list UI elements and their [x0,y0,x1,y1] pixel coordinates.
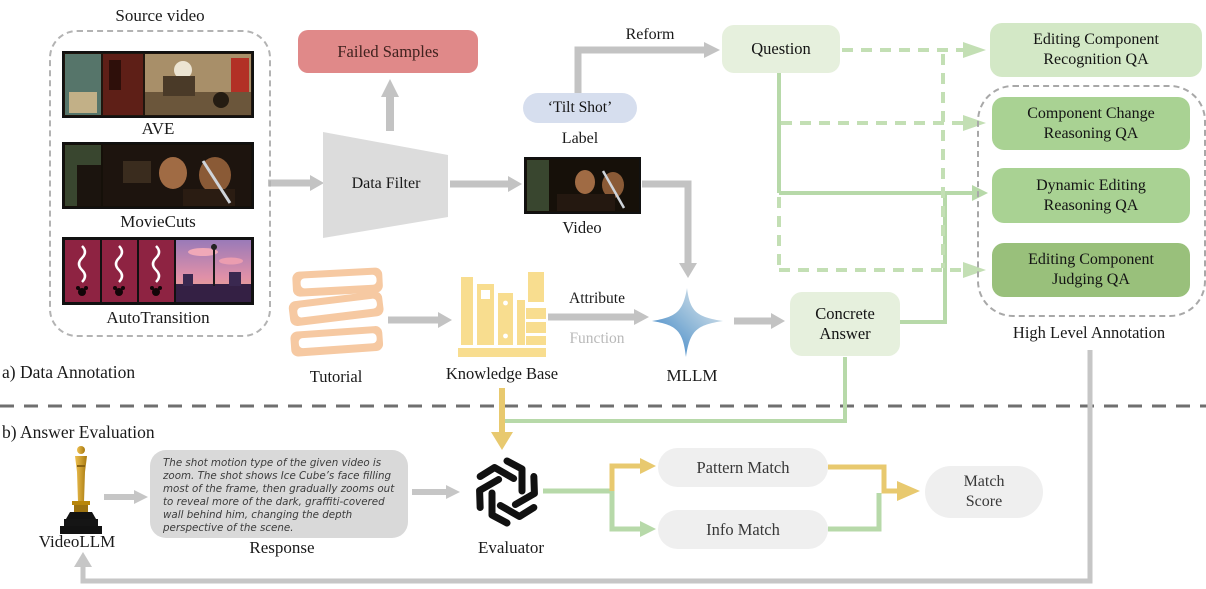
openai-logo-icon [476,457,538,527]
attribute-label: Attribute [569,290,625,307]
match-score-line1: Match [963,473,1005,490]
bookshelf-icon [458,272,546,357]
arrow-tutorial-to-kb [388,312,452,328]
arrow-kb-to-mllm [548,309,649,325]
label-caption: Label [561,130,599,147]
sparkle-star-icon [652,288,723,357]
dataset-label-ave: AVE [141,119,175,138]
autotransition-thumbnail [62,237,254,305]
failed-samples-label: Failed Samples [337,41,439,61]
match-score-line2: Score [965,493,1003,510]
question-label: Question [751,39,811,58]
video-thumbnail [524,157,641,214]
evaluator-caption: Evaluator [477,538,545,557]
tilt-shot-text: ‘Tilt Shot’ [547,99,613,116]
arrow-filter-to-video [450,176,522,192]
section-b-label: b) Answer Evaluation [2,422,155,442]
arrow-filter-to-failed [381,79,399,131]
moviecuts-thumbnail [62,142,254,209]
line-answer-to-evaluator [504,357,847,423]
concrete-answer-box: Concrete Answer [790,292,900,356]
line-split-to-info-match [609,491,640,532]
data-filter-shape [323,132,448,238]
arrow-mllm-to-answer [734,313,785,329]
high-level-caption: High Level Annotation [1012,323,1166,342]
failed-samples-box: Failed Samples [298,30,478,73]
videollm-caption: VideoLLM [38,532,116,551]
arrow-response-to-evaluator [412,485,460,499]
reform-caption: Reform [625,26,675,43]
arrow-source-to-filter [268,175,324,191]
qa-dynamic-box: Dynamic Editing Reasoning QA [992,168,1190,223]
arrowhead-evaluator [491,432,513,450]
line-info-match-merge [828,493,882,532]
concrete-answer-line1: Concrete [815,304,875,323]
section-a-label: a) Data Annotation [2,362,136,382]
gray-arrows-eval [74,350,1093,584]
qa-component-change-box: Component Change Reasoning QA [992,97,1190,150]
oscar-trophy-icon [60,446,102,534]
qa-recognition-box: Editing Component Recognition QA [990,23,1202,77]
qa-judging-line2: Judging QA [1052,271,1130,288]
tilt-shot-tag: ‘Tilt Shot’ [523,93,637,123]
arrowhead-dynamic-qa [972,185,988,201]
autotransition-strips [65,240,174,302]
data-filter-label: Data Filter [351,175,421,192]
qa-component-change-line2: Reasoning QA [1043,124,1139,142]
qa-recognition-line1: Editing Component [1033,31,1159,48]
concrete-answer-line2: Answer [819,324,871,343]
line-split-to-pattern-match [609,463,640,491]
video-caption: Video [562,218,602,237]
response-caption: Response [249,538,315,557]
dataset-label-autotransition: AutoTransition [106,308,210,327]
qa-judging-box: Editing Component Judging QA [992,243,1190,297]
high-level-annotation-frame [977,85,1206,317]
yellow-connectors [491,388,920,501]
arrow-videollm-to-response [104,490,148,504]
pattern-match-label: Pattern Match [696,457,790,477]
arrowhead-match-score [897,481,920,501]
qa-recognition-line2: Recognition QA [1043,51,1149,68]
tutorial-caption: Tutorial [309,367,363,386]
line-answer-up-join [898,195,947,324]
qa-judging-line1: Editing Component [1028,251,1154,268]
arrowhead-pattern-match [640,458,656,474]
mllm-caption: MLLM [666,366,718,385]
green-solid-connectors [504,73,988,537]
autotransition-sunset [176,240,251,302]
line-pattern-match-merge [828,464,897,494]
feedback-line-annotation-to-videollm [74,350,1093,584]
books-stack-icon [288,267,384,357]
knowledge-base-caption: Knowledge Base [445,364,559,383]
source-video-title: Source video [115,6,205,25]
qa-dynamic-line2: Reasoning QA [1043,196,1139,214]
info-match-label: Info Match [706,519,780,539]
function-label: Function [569,330,625,347]
source-video-group-frame [49,30,271,337]
response-text: The shot motion type of the given video … [163,457,395,534]
info-match-pill: Info Match [658,510,828,549]
arrow-reform-label-to-question [574,42,720,93]
match-score-pill: Match Score [925,466,1043,518]
arrow-video-to-mllm [642,180,697,278]
green-dashed-connectors [777,42,986,278]
gray-arrows [268,42,785,329]
response-bubble: The shot motion type of the given video … [150,450,408,538]
qa-component-change-line1: Component Change [1027,104,1155,122]
dataset-label-moviecuts: MovieCuts [120,212,196,231]
ave-thumbnail [62,51,254,118]
arrowhead-info-match [640,521,656,537]
qa-dynamic-line1: Dynamic Editing [1036,176,1146,194]
question-box: Question [722,25,840,73]
pattern-match-pill: Pattern Match [658,448,828,487]
